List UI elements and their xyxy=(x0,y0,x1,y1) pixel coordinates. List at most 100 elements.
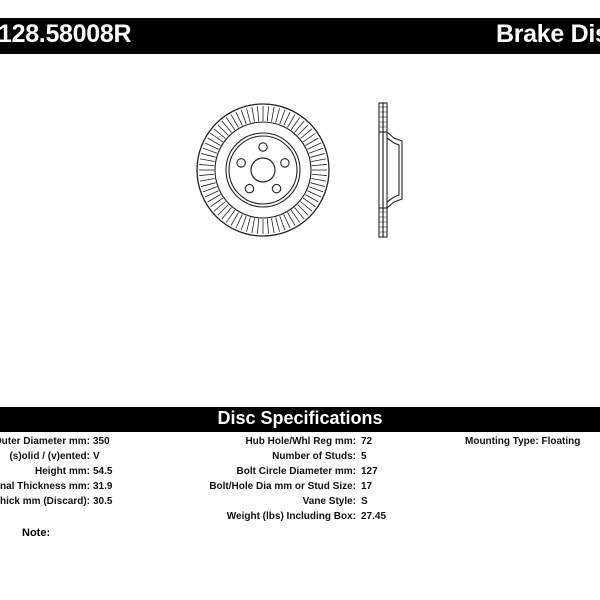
cooling-vane xyxy=(202,186,218,193)
cooling-vane xyxy=(305,137,319,146)
hat-profile xyxy=(386,131,403,209)
cooling-vane xyxy=(287,114,296,128)
spec-value: 5 xyxy=(361,451,367,462)
cooling-vane xyxy=(217,124,229,136)
bolt-hole xyxy=(280,158,290,168)
cooling-vane xyxy=(251,218,255,234)
bolt-hole xyxy=(244,183,255,194)
cooling-vane xyxy=(202,147,218,154)
cooling-vane xyxy=(240,215,247,231)
spec-label: Min Thick mm (Discard): xyxy=(0,496,90,507)
cooling-vane xyxy=(271,106,275,122)
spec-bar: Disc Specifications xyxy=(0,407,600,432)
cooling-vane xyxy=(307,190,322,198)
cooling-vane xyxy=(201,182,216,187)
rotor-plate-right xyxy=(382,102,388,238)
cooling-vane xyxy=(302,197,316,208)
cooling-vane xyxy=(275,217,280,232)
bolt-hole xyxy=(258,142,268,152)
cooling-vane xyxy=(246,108,251,123)
cooling-vane xyxy=(210,197,224,208)
mounting-type-value: Floating xyxy=(541,436,581,447)
cooling-vane xyxy=(204,190,219,198)
cooling-vane xyxy=(199,164,215,167)
cooling-vane xyxy=(307,142,322,150)
hat-inner-profile xyxy=(386,137,400,203)
disc-front-view xyxy=(196,103,330,237)
spec-label: Hub Hole/Whl Reg mm: xyxy=(245,436,356,447)
cooling-vane xyxy=(204,142,219,150)
cooling-vane xyxy=(290,209,301,223)
cooling-vane xyxy=(308,147,324,154)
disc-outer-edge xyxy=(196,103,330,237)
cooling-vane xyxy=(199,158,215,162)
cooling-vane xyxy=(271,218,275,234)
cooling-vane xyxy=(201,153,216,158)
cooling-vane xyxy=(294,207,305,220)
note-label: Note: xyxy=(22,527,51,539)
cooling-vane xyxy=(221,120,232,133)
spec-value: S xyxy=(361,496,368,507)
header-title: Brake Disc xyxy=(496,20,600,48)
cooling-vane xyxy=(221,207,232,220)
spec-value: 31.9 xyxy=(93,481,113,492)
cooling-vane xyxy=(225,117,236,131)
spec-label: Height mm: xyxy=(35,466,90,477)
spec-label: Original Thickness mm: xyxy=(0,481,90,492)
spec-value: 27.45 xyxy=(361,511,387,522)
mounting-type-label: Mounting Type: xyxy=(465,436,539,447)
cooling-vane xyxy=(240,109,247,125)
cooling-vane xyxy=(287,212,296,226)
cooling-vane xyxy=(311,178,327,182)
spec-value: 127 xyxy=(361,466,378,477)
bolt-hole xyxy=(236,158,246,168)
cooling-vane xyxy=(246,217,251,232)
cooling-vane xyxy=(266,106,269,122)
cooling-vane xyxy=(290,117,301,131)
cooling-vane xyxy=(251,106,255,122)
cooling-vane xyxy=(294,120,305,133)
spec-label: Bolt/Hole Dia mm or Stud Size: xyxy=(209,481,356,492)
cooling-vane xyxy=(305,194,319,203)
cooling-vane xyxy=(257,106,260,122)
spec-value: 72 xyxy=(361,436,373,447)
spec-title: Disc Specifications xyxy=(217,408,383,428)
cooling-vane xyxy=(275,108,280,123)
cooling-vane xyxy=(213,201,226,212)
cooling-vane xyxy=(302,132,316,143)
spec-value: V xyxy=(93,451,100,462)
spec-label: Bolt Circle Diameter mm: xyxy=(236,466,356,477)
cooling-vane xyxy=(235,111,243,126)
spec-label: Outer Diameter mm: xyxy=(0,436,90,447)
cooling-vane xyxy=(207,194,221,203)
cooling-vane xyxy=(311,158,327,162)
cooling-vane xyxy=(279,215,286,231)
cooling-vane xyxy=(283,111,291,126)
disc-side-view xyxy=(378,102,403,238)
cooling-vane xyxy=(266,218,269,234)
cooling-vane xyxy=(207,137,221,146)
cooling-vane xyxy=(225,209,236,223)
vane-inner-edge xyxy=(214,121,312,219)
spec-label: Vane Style: xyxy=(302,496,356,507)
spec-label: Weight (lbs) Including Box: xyxy=(226,511,356,522)
cooling-vane xyxy=(283,214,291,229)
spec-value: 54.5 xyxy=(93,466,113,477)
hub-center-hole xyxy=(250,157,276,183)
cooling-vane xyxy=(257,218,260,234)
bolt-hole xyxy=(271,183,282,194)
cooling-vane xyxy=(311,164,327,167)
cooling-vane xyxy=(308,186,324,193)
cooling-vane xyxy=(213,128,226,139)
hat-outer-edge xyxy=(225,132,301,208)
cooling-vane xyxy=(199,173,215,176)
cooling-vane xyxy=(310,182,325,187)
cooling-vane xyxy=(199,178,215,182)
cooling-vane xyxy=(297,204,309,216)
spec-label: (s)olid / (v)ented: xyxy=(9,451,90,462)
spec-label: Mounting Type: Floating xyxy=(465,436,580,448)
cooling-vane xyxy=(310,153,325,158)
cooling-vane xyxy=(300,201,313,212)
cooling-vane xyxy=(210,132,224,143)
spec-value: 30.5 xyxy=(93,496,113,507)
